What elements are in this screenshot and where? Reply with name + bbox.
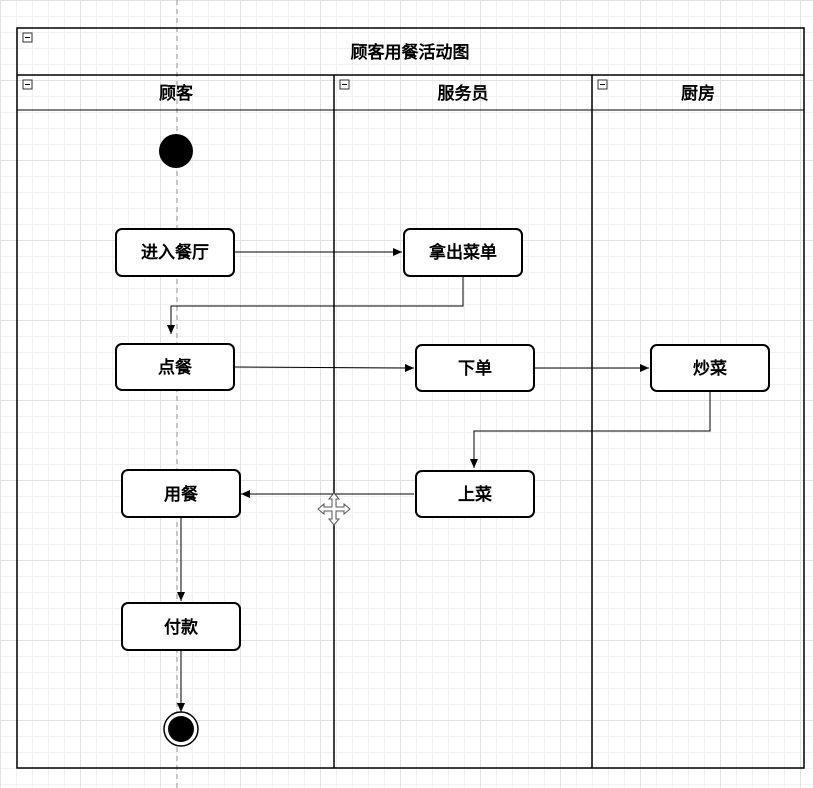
action-node-place-label: 下单	[458, 358, 492, 379]
action-node-eat[interactable]: 用餐	[121, 469, 241, 518]
action-node-pay-label: 付款	[164, 617, 199, 638]
edge-order-to-place	[233, 363, 415, 372]
action-node-eat-label: 用餐	[164, 484, 199, 505]
edge-cook-to-serve	[470, 392, 711, 468]
action-node-menu[interactable]: 拿出菜单	[403, 228, 523, 277]
action-node-place[interactable]: 下单	[415, 344, 535, 392]
action-node-enter[interactable]: 进入餐厅	[115, 228, 235, 277]
action-node-cook[interactable]: 炒菜	[650, 344, 770, 392]
action-node-enter-label: 进入餐厅	[141, 242, 209, 263]
diagram-title: 顾客用餐活动图	[351, 42, 470, 63]
minus-square-icon[interactable]	[22, 79, 33, 90]
lane-title-waiter: 服务员	[438, 83, 489, 104]
minus-square-icon[interactable]	[339, 79, 350, 90]
action-node-menu-label: 拿出菜单	[428, 242, 497, 263]
action-node-order-label: 点餐	[158, 357, 193, 378]
action-node-cook-label: 炒菜	[693, 359, 728, 379]
lane-title-customer: 顾客	[159, 83, 194, 104]
swimlane-pool	[16, 27, 805, 769]
initial-node[interactable]	[159, 134, 193, 168]
final-node[interactable]	[163, 711, 199, 747]
move-cursor-icon	[317, 492, 351, 526]
action-node-order[interactable]: 点餐	[115, 343, 235, 391]
action-node-serve[interactable]: 上菜	[415, 470, 535, 518]
action-node-serve-label: 上菜	[458, 485, 493, 505]
minus-square-icon[interactable]	[597, 79, 608, 90]
action-node-pay[interactable]: 付款	[121, 602, 241, 651]
edge-menu-to-order	[167, 276, 464, 334]
lane-title-kitchen: 厨房	[681, 83, 715, 104]
minus-square-icon[interactable]	[22, 32, 33, 43]
